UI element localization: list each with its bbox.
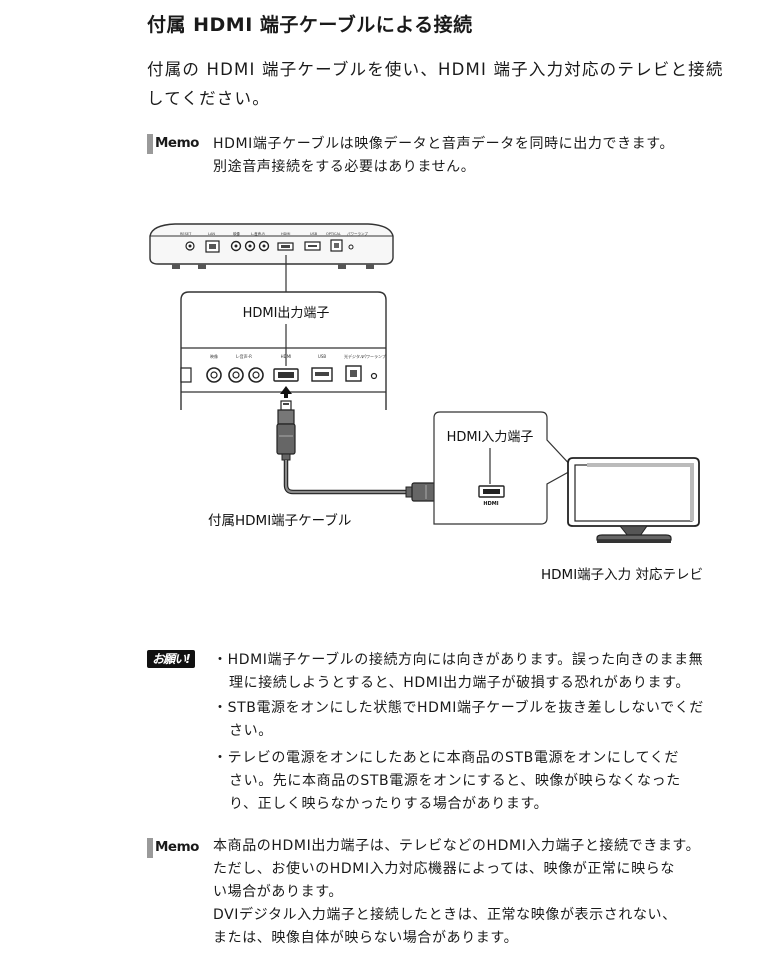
hdmi-in-label: HDMI入力端子	[447, 430, 534, 445]
zoom-panel: HDMI出力端子 映像 L-音声-R HDMI USB 光デジタル パワーランプ	[180, 291, 387, 410]
label-usb-top: USB	[310, 232, 318, 236]
label-reset: RESET	[180, 232, 192, 236]
label-video: 映像	[233, 231, 240, 236]
stb-device: RESET LAN 映像 L-音声-R HDMI USB OPTICAL パワー…	[149, 223, 394, 269]
label-lan: LAN	[208, 232, 215, 236]
memo-badge-2: Memo	[147, 838, 199, 858]
zoom-label-audio: L-音声-R	[236, 353, 252, 359]
tv-label: HDMI端子入力 対応テレビ	[541, 567, 703, 583]
cable-plug-top	[276, 400, 296, 461]
caution-notes: ・HDMI端子ケーブルの接続方向には向きがあります。誤った向きのまま無 理に接続…	[213, 649, 743, 816]
memo-badge: Memo	[147, 134, 199, 154]
hdmi-out-label: HDMI出力端子	[243, 306, 330, 321]
section-heading: 付属 HDMI 端子ケーブルによる接続	[147, 14, 473, 36]
caution-item: ・HDMI端子ケーブルの接続方向には向きがあります。誤った向きのまま無 理に接続…	[213, 652, 704, 691]
label-hdmi-top: HDMI	[281, 232, 290, 236]
zoom-label-hdmi: HDMI	[281, 354, 292, 359]
caution-item: ・STB電源をオンにした状態でHDMI端子ケーブルを抜き差ししないでくだ さい。	[213, 700, 704, 739]
onegai-badge: お願い!	[147, 650, 195, 668]
zoom-label-power: パワーランプ	[362, 353, 386, 359]
connection-diagram: RESET LAN 映像 L-音声-R HDMI USB OPTICAL パワー…	[149, 223, 703, 583]
label-optical-top: OPTICAL	[326, 232, 341, 236]
label-audio: L-音声-R	[251, 231, 265, 236]
hdmi-port-label: HDMI	[483, 501, 498, 507]
zoom-label-optical: 光デジタル	[344, 353, 364, 359]
label-power-top: パワーランプ	[347, 231, 368, 236]
memo-text-2: 本商品のHDMI出力端子は、テレビなどのHDMI入力端子と接続できます。 ただし…	[213, 838, 701, 946]
zoom-label-video: 映像	[210, 353, 218, 359]
hdmi-input-callout: HDMI入力端子 HDMI	[433, 411, 575, 525]
memo-text-1: HDMI端子ケーブルは映像データと音声データを同時に出力できます。 別途音声接続…	[213, 136, 675, 175]
tv-illustration	[567, 457, 700, 543]
intro-paragraph: 付属の HDMI 端子ケーブルを使い、HDMI 端子入力対応のテレビと接続 して…	[147, 60, 724, 108]
caution-item: ・テレビの電源をオンにしたあとに本商品のSTB電源をオンにしてくだ さい。先に本…	[213, 750, 681, 812]
zoom-label-usb: USB	[318, 354, 326, 359]
cable-label: 付属HDMI端子ケーブル	[208, 512, 351, 529]
